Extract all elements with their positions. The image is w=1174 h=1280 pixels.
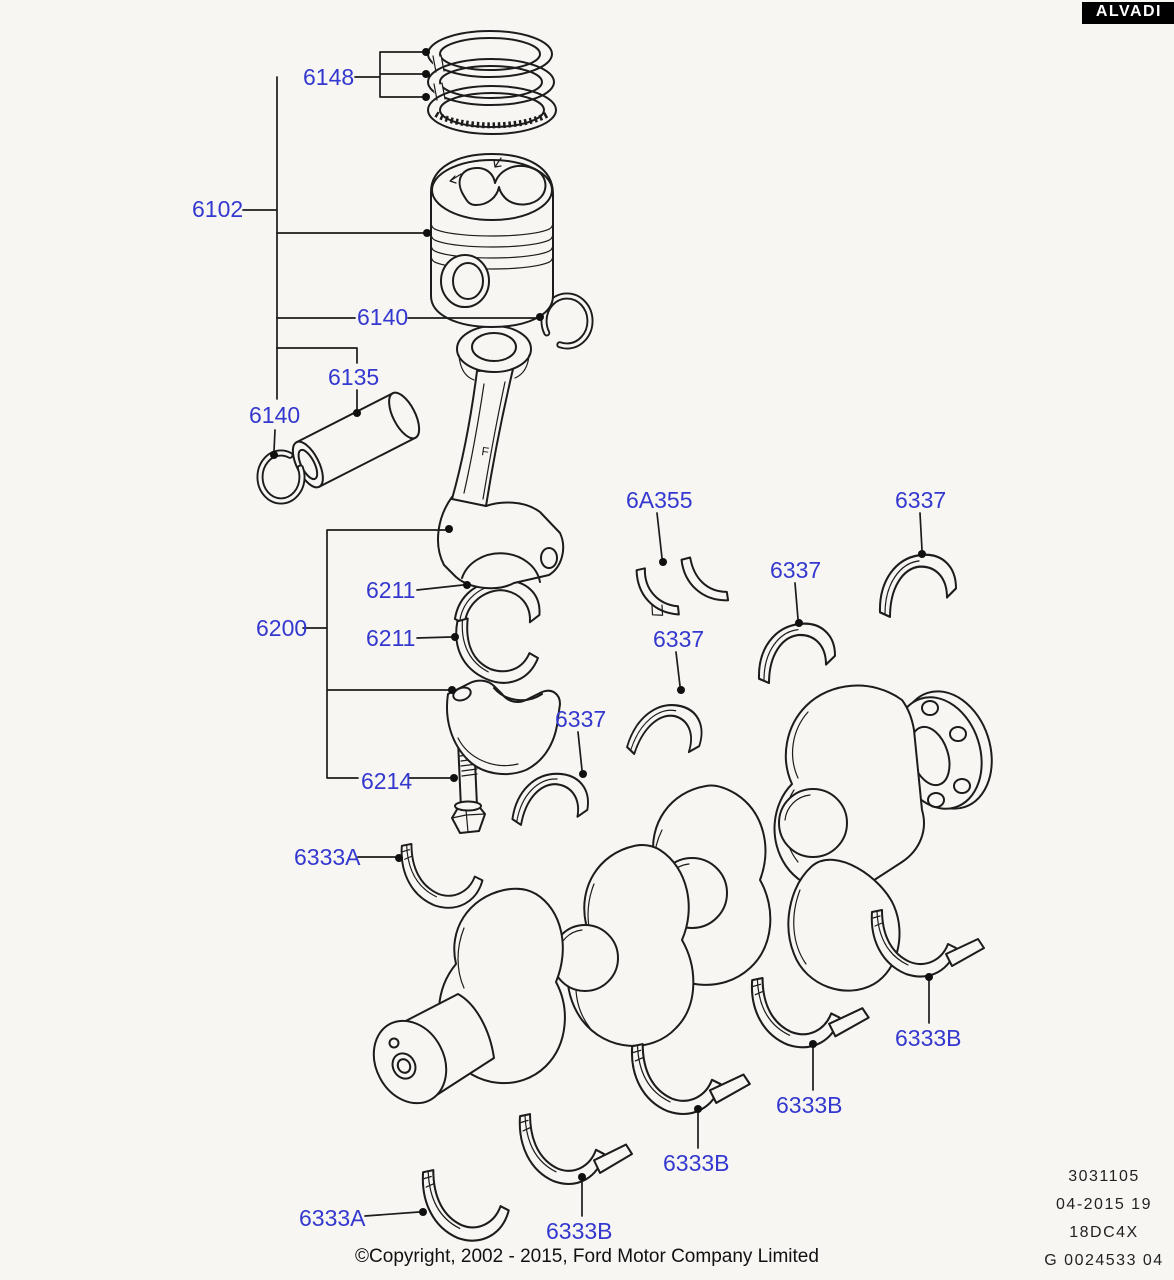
part-label-6333b-16[interactable]: 6333B bbox=[776, 1092, 843, 1118]
snap-ring-right bbox=[540, 292, 594, 350]
part-label-6214-8[interactable]: 6214 bbox=[361, 768, 413, 794]
part-label-6211-5[interactable]: 6211 bbox=[366, 577, 416, 603]
part-label-6211-7[interactable]: 6211 bbox=[366, 625, 416, 651]
part-label-6200-6[interactable]: 6200 bbox=[256, 615, 308, 641]
thrust-washer-6a355-b bbox=[680, 556, 730, 602]
part-label-6333b-18[interactable]: 6333B bbox=[546, 1218, 613, 1244]
part-label-6337-13[interactable]: 6337 bbox=[653, 626, 705, 652]
main-bearing-upper-6337-4 bbox=[510, 765, 594, 837]
main-bearing-lower-6333a-2 bbox=[421, 1169, 510, 1242]
part-label-6333b-17[interactable]: 6333B bbox=[663, 1150, 730, 1176]
part-label-6140-2[interactable]: 6140 bbox=[357, 304, 409, 330]
crankshaft-drawing bbox=[372, 684, 993, 1105]
thrust-washer-6a355-a bbox=[635, 567, 680, 616]
main-bearing-upper-6337-3 bbox=[624, 693, 711, 774]
part-label-6148-0[interactable]: 6148 bbox=[303, 64, 355, 90]
part-label-6135-3[interactable]: 6135 bbox=[328, 364, 380, 390]
main-bearing-upper-6337-1 bbox=[878, 553, 958, 618]
part-label-6333a-14[interactable]: 6333A bbox=[294, 844, 361, 870]
part-label-6337-11[interactable]: 6337 bbox=[895, 487, 947, 513]
snap-ring-left bbox=[256, 449, 306, 505]
connecting-rod-drawing: F bbox=[437, 325, 565, 590]
alvadi-watermark-badge: ALVADI bbox=[1081, 2, 1174, 24]
ref-line-2: 04-2015 19 bbox=[1056, 1196, 1152, 1213]
piston-rings-drawing bbox=[427, 30, 557, 135]
ref-line-1: 3031105 bbox=[1068, 1168, 1140, 1185]
main-bearing-lower-6333a-1 bbox=[400, 842, 484, 909]
drawing-reference-block: 3031105 04-2015 19 18DC4X G 0024533 04 bbox=[1030, 1163, 1174, 1275]
copyright-notice: ©Copyright, 2002 - 2015, Ford Motor Comp… bbox=[355, 1246, 819, 1267]
rod-cap-drawing bbox=[446, 679, 561, 776]
part-label-6a355-10[interactable]: 6A355 bbox=[626, 487, 693, 513]
rod-bearing-6211-lower bbox=[455, 617, 539, 684]
main-bearing-upper-6337-2 bbox=[757, 622, 837, 685]
main-bearing-lower-6333b-1 bbox=[520, 1114, 632, 1184]
ref-line-4: G 0024533 04 bbox=[1044, 1252, 1164, 1269]
part-label-6337-9[interactable]: 6337 bbox=[555, 706, 607, 732]
part-label-6333b-15[interactable]: 6333B bbox=[895, 1025, 962, 1051]
part-label-6102-1[interactable]: 6102 bbox=[192, 196, 244, 222]
ref-line-3: 18DC4X bbox=[1069, 1224, 1139, 1241]
leader-lines bbox=[242, 48, 933, 1217]
part-label-6337-12[interactable]: 6337 bbox=[770, 557, 822, 583]
rod-front-marking: F bbox=[481, 444, 490, 459]
crank-nose bbox=[372, 993, 495, 1105]
main-bearing-lower-6333b-2 bbox=[632, 1044, 750, 1114]
piston-drawing bbox=[430, 153, 554, 328]
piston-pin-drawing bbox=[291, 391, 421, 489]
part-label-6140-4[interactable]: 6140 bbox=[249, 402, 301, 428]
part-label-6333a-19[interactable]: 6333A bbox=[299, 1205, 366, 1231]
